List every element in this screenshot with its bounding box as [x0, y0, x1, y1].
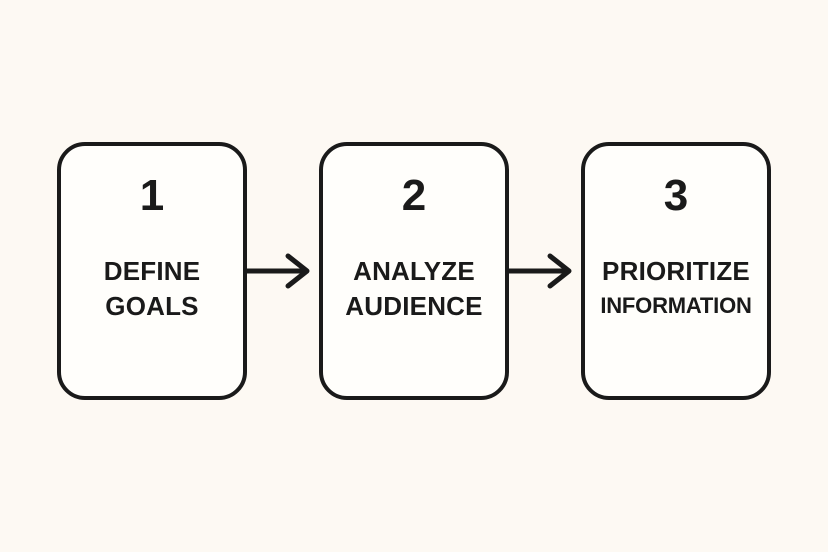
step-label: ANALYZE AUDIENCE: [345, 254, 482, 324]
step-number: 2: [401, 171, 427, 220]
step-label-line-2: GOALS: [105, 291, 199, 322]
step-label-line-1: PRIORITIZE: [602, 256, 750, 287]
arrow-head: [285, 253, 310, 289]
right-arrow-icon: [509, 253, 572, 289]
step-box-2: 2 ANALYZE AUDIENCE: [319, 142, 509, 400]
flow-row: 1 DEFINE GOALS 2 ANALYZE AUDIENCE 3 PRIO…: [57, 142, 771, 400]
arrow-head: [547, 253, 572, 289]
right-arrow-icon: [247, 253, 310, 289]
step-label-line-2: INFORMATION: [600, 293, 752, 319]
step-label: DEFINE GOALS: [104, 254, 201, 324]
step-box-3: 3 PRIORITIZE INFORMATION: [581, 142, 771, 400]
step-box-1: 1 DEFINE GOALS: [57, 142, 247, 400]
step-label-line-1: ANALYZE: [353, 256, 475, 287]
step-number: 1: [139, 171, 165, 220]
step-label-line-2: AUDIENCE: [345, 291, 483, 322]
step-number: 3: [663, 171, 689, 220]
step-label-line-1: DEFINE: [103, 256, 201, 287]
step-label: PRIORITIZE INFORMATION: [600, 254, 752, 322]
